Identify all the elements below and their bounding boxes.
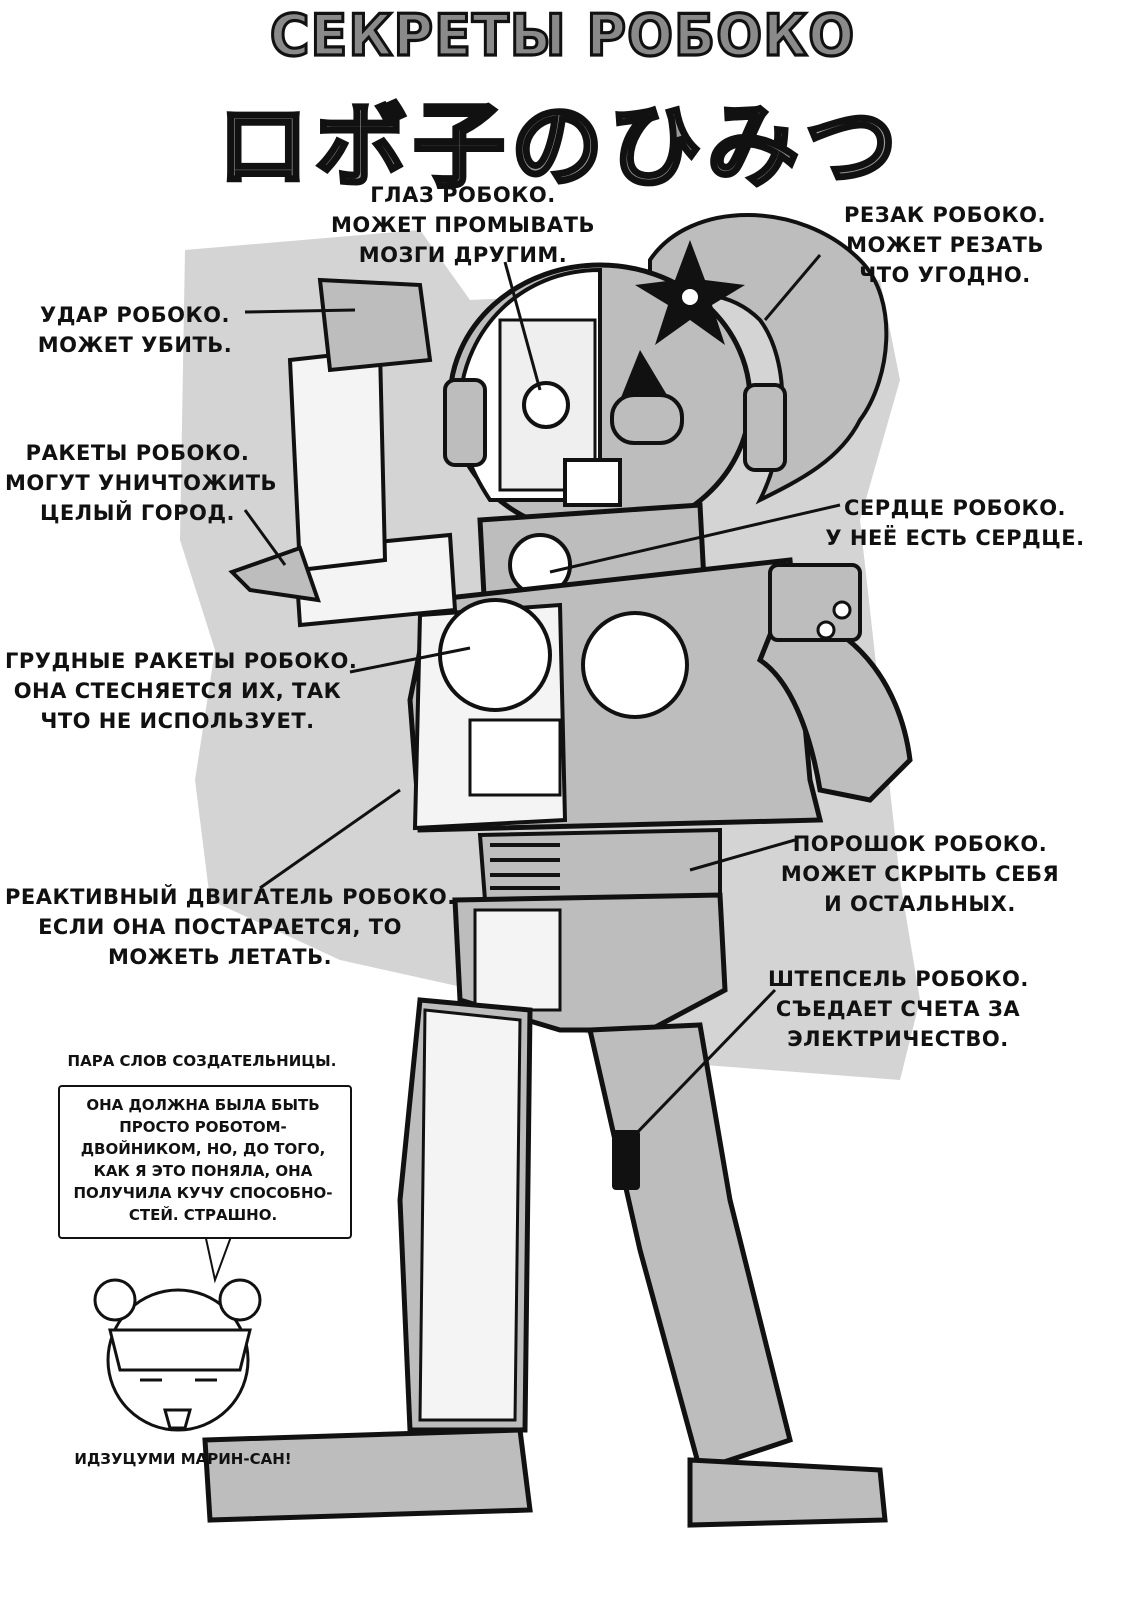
label-chest-rockets: ГРУДНЫЕ РАКЕТЫ РОБОКО. ОНА СТЕСНЯЕТСЯ ИХ… bbox=[5, 646, 358, 736]
label-chest-rockets-line: ОНА СТЕСНЯЕТСЯ ИХ, ТАК bbox=[13, 679, 342, 703]
author-signature: ИДЗУЦУМИ МАРИН-САН! bbox=[74, 1450, 292, 1468]
label-plug-line: ЭЛЕКТРИЧЕСТВО. bbox=[787, 1027, 1009, 1051]
author-chibi-face bbox=[93, 1278, 262, 1432]
label-chest-rockets-line: ЧТО НЕ ИСПОЛЬЗУЕТ. bbox=[40, 709, 315, 733]
leg-left-cutaway bbox=[418, 1008, 522, 1422]
label-cutter-line: МОЖЕТ РЕЗАТЬ bbox=[846, 233, 1044, 257]
label-cutter-line: ЧТО УГОДНО. bbox=[859, 263, 1031, 287]
label-eye-line: МОЗГИ ДРУГИМ. bbox=[358, 243, 568, 267]
waist-spring bbox=[490, 843, 560, 890]
hip-panel bbox=[473, 908, 562, 1012]
page-title: СЕКРЕТЫ РОБОКО bbox=[268, 1, 856, 70]
label-jet-line: РЕАКТИВНЫЙ ДВИГАТЕЛЬ РОБОКО. bbox=[5, 885, 456, 909]
leader-lines bbox=[243, 254, 841, 1142]
fist-left bbox=[317, 277, 433, 373]
label-cutter: РЕЗАК РОБОКО. МОЖЕТ РЕЗАТЬ ЧТО УГОДНО. bbox=[830, 200, 1060, 290]
robot-mouth bbox=[563, 458, 622, 507]
foot-right bbox=[687, 1457, 888, 1528]
label-powder-line: ПОРОШОК РОБОКО. bbox=[792, 832, 1048, 856]
label-punch-line: МОЖЕТ УБИТЬ. bbox=[37, 333, 233, 357]
label-punch-line: УДАР РОБОКО. bbox=[40, 303, 230, 327]
author-note-text: ОНА ДОЛЖНА БЫЛА БЫТЬ ПРОСТО РОБОТОМ- ДВО… bbox=[62, 1094, 344, 1226]
fist-bolt-1 bbox=[832, 600, 852, 620]
label-chest-rockets-line: ГРУДНЫЕ РАКЕТЫ РОБОКО. bbox=[5, 649, 358, 673]
ear-right bbox=[743, 383, 787, 472]
label-heart-line: У НЕЁ ЕСТЬ СЕРДЦЕ. bbox=[825, 526, 1085, 550]
fist-bolt-2 bbox=[816, 620, 836, 640]
author-note-line: ОНА ДОЛЖНА БЫЛА БЫТЬ bbox=[86, 1096, 320, 1114]
label-rockets: РАКЕТЫ РОБОКО. МОГУТ УНИЧТОЖИТЬ ЦЕЛЫЙ ГО… bbox=[5, 438, 278, 528]
speech-bubble bbox=[58, 1085, 352, 1239]
robot-eye-left bbox=[522, 381, 570, 429]
author-note-line: ДВОЙНИКОМ, НО, ДО ТОГО, bbox=[80, 1140, 326, 1158]
label-powder-line: МОЖЕТ СКРЫТЬ СЕБЯ bbox=[780, 862, 1060, 886]
author-note-line: КАК Я ЭТО ПОНЯЛА, ОНА bbox=[93, 1162, 313, 1180]
ear-left bbox=[443, 378, 487, 467]
label-powder-line: И ОСТАЛЬНЫХ. bbox=[824, 892, 1016, 916]
chest-rocket-right bbox=[581, 611, 689, 719]
label-eye: ГЛАЗ РОБОКО. МОЖЕТ ПРОМЫВАТЬ МОЗГИ ДРУГИ… bbox=[318, 180, 608, 270]
forearm-left bbox=[287, 347, 388, 573]
author-note-title: ПАРА СЛОВ СОЗДАТЕЛЬНИЦЫ. bbox=[67, 1052, 337, 1070]
label-punch: УДАР РОБОКО. МОЖЕТ УБИТЬ. bbox=[30, 300, 240, 360]
label-jet-line: МОЖЕТЬ ЛЕТАТЬ. bbox=[107, 945, 333, 969]
torso-panel bbox=[468, 718, 562, 797]
author-note-line: СТЕЙ. СТРАШНО. bbox=[128, 1206, 278, 1224]
foot-left bbox=[202, 1427, 533, 1523]
page-title-japanese: ロボ子のひみつ bbox=[215, 91, 903, 202]
label-jet-line: ЕСЛИ ОНА ПОСТАРАЕТСЯ, ТО bbox=[38, 915, 402, 939]
chest-rocket-left bbox=[438, 598, 552, 712]
author-note-line: ПОЛУЧИЛА КУЧУ СПОСОБНО- bbox=[73, 1184, 333, 1202]
label-cutter-line: РЕЗАК РОБОКО. bbox=[844, 203, 1046, 227]
label-heart: СЕРДЦЕ РОБОКО. У НЕЁ ЕСТЬ СЕРДЦЕ. bbox=[810, 493, 1100, 553]
label-rockets-line: ЦЕЛЫЙ ГОРОД. bbox=[39, 501, 236, 525]
speech-bubble-tail bbox=[204, 1233, 233, 1284]
star-center bbox=[682, 289, 698, 305]
label-rockets-line: РАКЕТЫ РОБОКО. bbox=[25, 441, 250, 465]
label-eye-line: ГЛАЗ РОБОКО. bbox=[370, 183, 556, 207]
label-plug-line: СЪЕДАЕТ СЧЕТА ЗА bbox=[775, 997, 1021, 1021]
label-eye-line: МОЖЕТ ПРОМЫВАТЬ bbox=[330, 213, 595, 237]
label-plug: ШТЕПСЕЛЬ РОБОКО. СЪЕДАЕТ СЧЕТА ЗА ЭЛЕКТР… bbox=[768, 964, 1028, 1054]
label-jet: РЕАКТИВНЫЙ ДВИГАТЕЛЬ РОБОКО. ЕСЛИ ОНА ПО… bbox=[5, 882, 456, 972]
fist-right bbox=[768, 563, 862, 642]
label-plug-line: ШТЕПСЕЛЬ РОБОКО. bbox=[768, 967, 1029, 991]
author-note-line: ПРОСТО РОБОТОМ- bbox=[119, 1118, 287, 1136]
power-plug bbox=[612, 1130, 640, 1190]
label-rockets-line: МОГУТ УНИЧТОЖИТЬ bbox=[5, 471, 278, 495]
leg-right bbox=[586, 1022, 793, 1474]
robot-eye-right bbox=[620, 350, 670, 400]
robot-eye-visor bbox=[610, 393, 684, 445]
label-powder: ПОРОШОК РОБОКО. МОЖЕТ СКРЫТЬ СЕБЯ И ОСТА… bbox=[780, 829, 1060, 919]
label-heart-line: СЕРДЦЕ РОБОКО. bbox=[843, 496, 1067, 520]
